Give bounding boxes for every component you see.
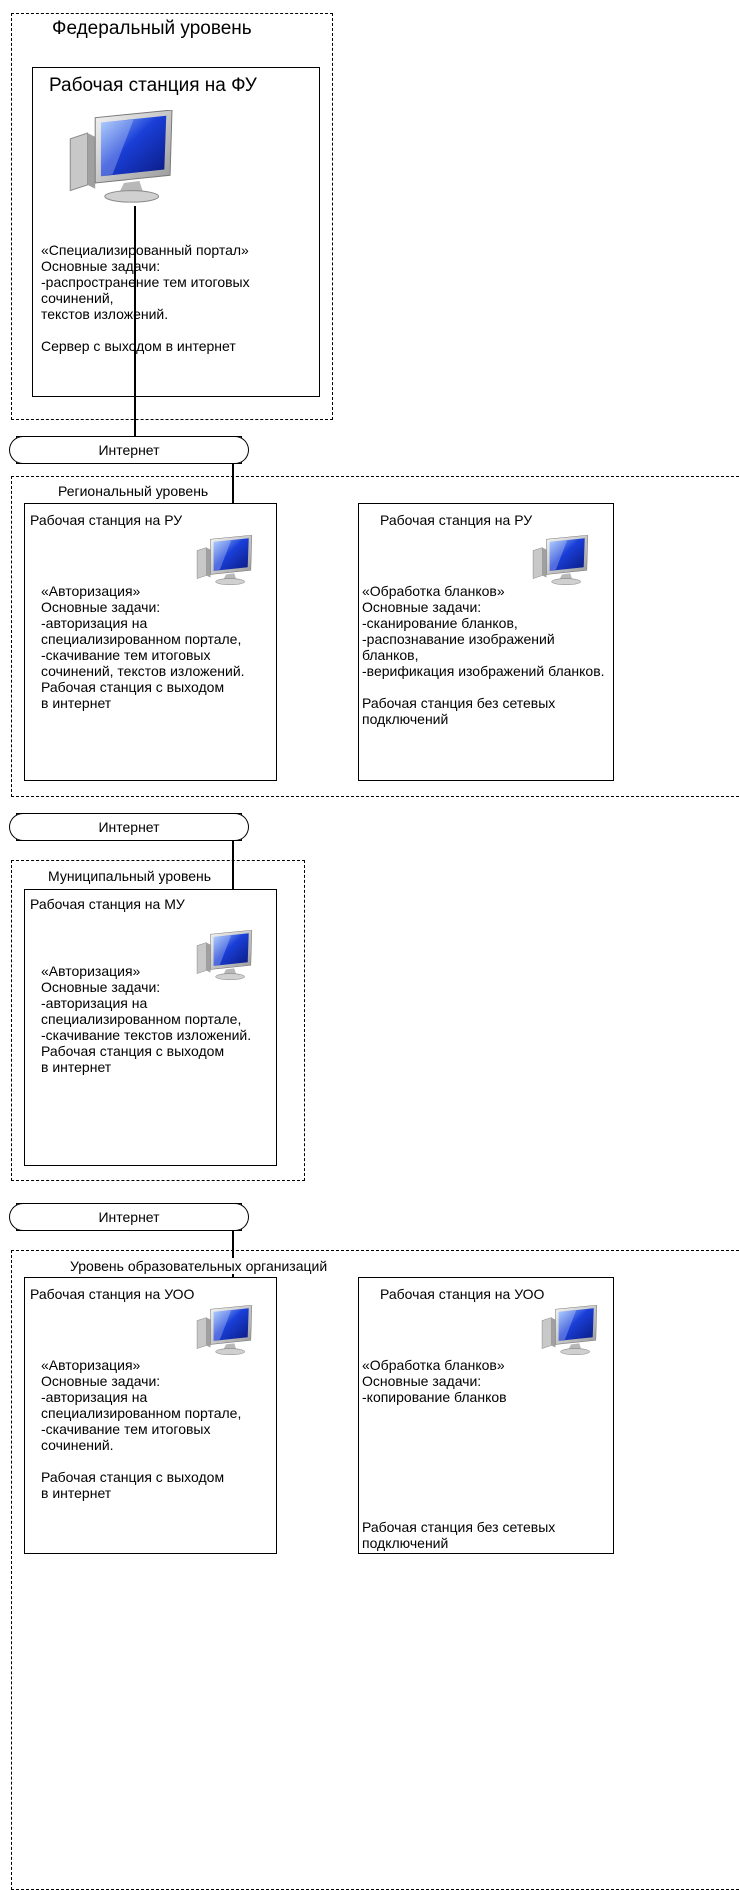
municipal-level-title: Муниципальный уровень xyxy=(48,868,212,884)
computer-icon xyxy=(195,1305,257,1357)
computer-icon xyxy=(195,535,257,587)
internet-label: Интернет xyxy=(98,442,160,458)
edu-workstation-forms-title: Рабочая станция на УОО xyxy=(380,1286,545,1302)
edu-workstation-forms-footer: Рабочая станция без сетевых подключений xyxy=(362,1519,556,1551)
regional-level-title: Региональный уровень xyxy=(58,483,209,499)
internet-label: Интернет xyxy=(98,1209,160,1225)
internet-label: Интернет xyxy=(98,819,160,835)
edu-workstation-auth-description: «Авторизация» Основные задачи: -авториза… xyxy=(41,1357,242,1501)
federal-workstation-description: «Специализированный портал» Основные зад… xyxy=(41,242,250,354)
edu-workstation-auth-title: Рабочая станция на УОО xyxy=(30,1286,195,1302)
federal-level-frame xyxy=(11,13,333,420)
federal-level-title: Федеральный уровень xyxy=(52,18,252,40)
edu-workstation-forms-description: «Обработка бланков» Основные задачи: -ко… xyxy=(362,1357,507,1405)
connection-line xyxy=(232,841,234,911)
federal-workstation-title: Рабочая станция на ФУ xyxy=(49,75,257,96)
regional-workstation-auth-description: «Авторизация» Основные задачи: -авториза… xyxy=(41,583,245,711)
regional-workstation-auth-title: Рабочая станция на РУ xyxy=(30,512,183,528)
edu-level-title: Уровень образовательных организаций xyxy=(70,1258,328,1274)
municipal-level-frame xyxy=(11,860,305,1181)
connection-line xyxy=(134,206,136,436)
computer-icon xyxy=(66,110,182,206)
regional-workstation-forms-description: «Обработка бланков» Основные задачи: -ск… xyxy=(362,583,605,727)
municipal-workstation-description: «Авторизация» Основные задачи: -авториза… xyxy=(41,963,252,1075)
computer-icon xyxy=(531,535,593,587)
connection-line xyxy=(232,464,234,530)
federal-workstation xyxy=(32,67,320,397)
internet-cloud-1: Интернет xyxy=(9,436,249,464)
computer-icon xyxy=(540,1305,602,1357)
regional-level-frame xyxy=(11,476,739,797)
internet-cloud-2: Интернет xyxy=(9,813,249,841)
municipal-workstation-title: Рабочая станция на МУ xyxy=(30,896,185,912)
regional-workstation-forms-title: Рабочая станция на РУ xyxy=(380,512,533,528)
internet-cloud-3: Интернет xyxy=(9,1203,249,1231)
